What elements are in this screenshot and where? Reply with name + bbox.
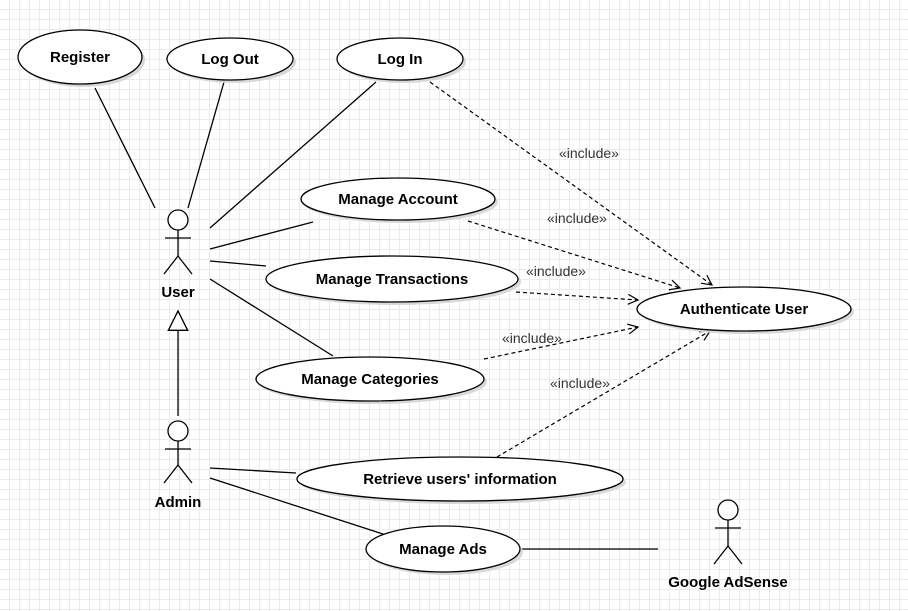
include-retrieve-auth: [496, 331, 710, 458]
use-case-manage-account-label: Manage Account: [338, 191, 457, 208]
use-case-register-label: Register: [50, 49, 110, 66]
use-case-manage-ads-label: Manage Ads: [399, 541, 487, 558]
include-label-login: «include»: [559, 145, 619, 161]
actor-admin-label: Admin: [155, 494, 202, 511]
assoc-user-manage-transactions: [209, 260, 267, 267]
include-login-auth: [429, 81, 712, 285]
include-labels: «include» «include» «include» «include» …: [502, 145, 619, 391]
include-transactions-auth: [515, 291, 638, 300]
include-categories-auth: [483, 327, 638, 360]
use-case-manage-ads[interactable]: Manage Ads: [365, 525, 523, 575]
use-case-manage-transactions[interactable]: Manage Transactions: [265, 255, 521, 305]
use-case-authenticate-user-label: Authenticate User: [680, 301, 809, 318]
use-case-manage-categories-label: Manage Categories: [301, 371, 439, 388]
include-account-auth: [467, 220, 680, 288]
use-case-retrieve-users-information[interactable]: Retrieve users' information: [296, 456, 626, 504]
include-label-retrieve: «include»: [550, 375, 610, 391]
actor-user-label: User: [161, 284, 195, 301]
assoc-user-manage-account: [209, 221, 314, 250]
include-label-account: «include»: [547, 210, 607, 226]
actor-user[interactable]: User: [161, 209, 195, 301]
assoc-admin-manage-ads: [209, 477, 387, 536]
use-case-log-in[interactable]: Log In: [336, 37, 466, 83]
include-label-categories: «include»: [502, 330, 562, 346]
actor-admin[interactable]: Admin: [155, 420, 202, 511]
use-case-manage-transactions-label: Manage Transactions: [316, 271, 469, 288]
include-label-transactions: «include»: [526, 263, 586, 279]
use-case-log-out-label: Log Out: [201, 51, 258, 68]
actor-google-adsense-icon: [713, 499, 743, 565]
assoc-user-logout: [187, 81, 225, 209]
actor-google-adsense-label: Google AdSense: [668, 574, 787, 591]
user-associations: [94, 81, 377, 357]
use-case-log-out[interactable]: Log Out: [166, 37, 296, 83]
use-case-retrieve-users-information-label: Retrieve users' information: [363, 471, 557, 488]
actor-user-icon: [163, 209, 193, 275]
use-case-authenticate-user[interactable]: Authenticate User: [636, 286, 854, 334]
assoc-user-login: [209, 81, 377, 229]
use-case-register[interactable]: Register: [17, 29, 145, 87]
actor-admin-icon: [163, 420, 193, 484]
use-case-log-in-label: Log In: [378, 51, 423, 68]
use-case-manage-account[interactable]: Manage Account: [300, 177, 498, 223]
admin-associations: [209, 467, 658, 550]
actor-google-adsense[interactable]: Google AdSense: [668, 499, 788, 591]
assoc-admin-retrieve: [209, 467, 297, 474]
assoc-user-manage-categories: [209, 278, 334, 357]
use-case-manage-categories[interactable]: Manage Categories: [255, 356, 487, 404]
assoc-user-register: [94, 87, 156, 209]
include-relations: [429, 81, 712, 458]
